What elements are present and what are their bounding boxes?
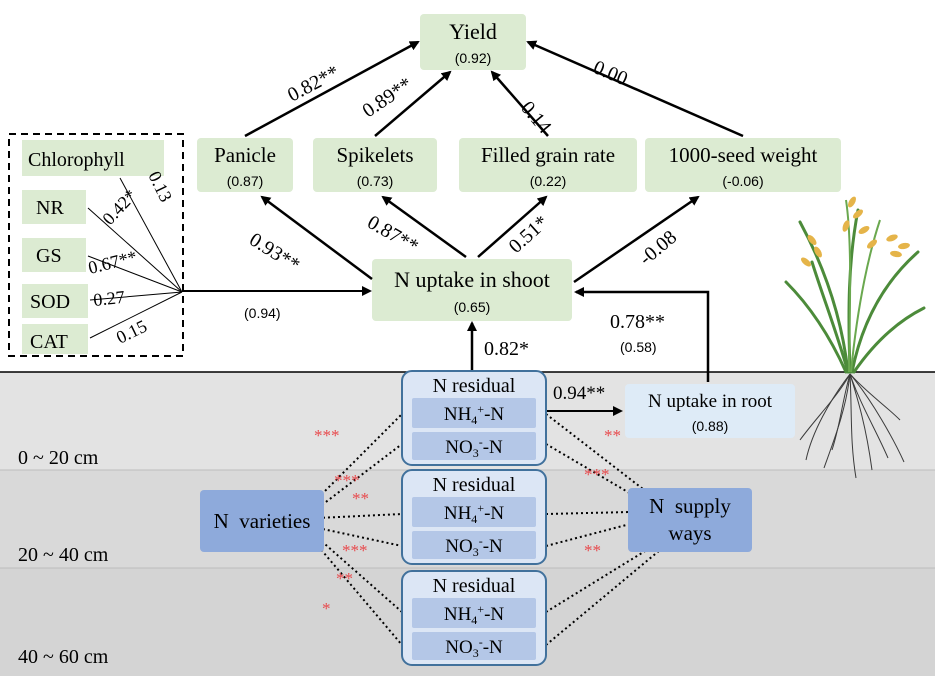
coef-shoot-filled: 0.51*	[505, 211, 553, 257]
arrow-shoot-seed	[573, 195, 700, 284]
root-node: N uptake in root (0.88)	[625, 384, 795, 438]
shoot-label: N uptake in shoot	[394, 267, 550, 292]
physiology-r2: (0.94)	[244, 305, 281, 321]
depth-label-0-20: 0 ~ 20 cm	[18, 447, 99, 469]
panicle-node: Panicle (0.87)	[197, 138, 293, 192]
arrow-panicle-yield	[244, 40, 420, 138]
filled-grain-rate-value: (0.22)	[530, 173, 567, 189]
coef-shoot-panicle: 0.93**	[245, 229, 303, 277]
seed-weight-node: 1000-seed weight (-0.06)	[645, 138, 841, 192]
yield-arrows	[244, 40, 744, 138]
sig-var-1: ***	[334, 471, 360, 490]
no3-40-60: NO3--N	[445, 635, 503, 660]
depth-label-20-40: 20 ~ 40 cm	[18, 544, 109, 566]
sig-var-4: **	[336, 569, 353, 588]
sig-sup-2: **	[584, 541, 601, 560]
seed-weight-label: 1000-seed weight	[669, 143, 818, 167]
arrow-spikelets-yield	[374, 70, 452, 137]
coef-nr: 0.42*	[98, 185, 140, 228]
no3-20-40: NO3--N	[445, 534, 503, 559]
depth-label-40-60: 40 ~ 60 cm	[18, 646, 109, 668]
coef-chlorophyll: 0.13	[144, 168, 176, 205]
yield-value: (0.92)	[455, 50, 492, 66]
cat-label: CAT	[30, 331, 68, 353]
arrow-shoot-panicle	[260, 195, 373, 281]
residual-title-40-60: N residual	[433, 575, 516, 597]
significance-marks: *** *** ** *** ** * ** *** **	[314, 426, 621, 618]
residual-group-40-60: N residual NH4+-N NO3--N	[401, 570, 547, 666]
coef-filled-yield: 0.14	[516, 97, 555, 138]
sig-sup-1: ***	[584, 465, 610, 484]
shoot-arrows	[260, 195, 700, 284]
residual-title-20-40: N residual	[433, 474, 516, 496]
dotted-links	[317, 413, 661, 646]
shoot-value: (0.65)	[454, 299, 491, 315]
residual-title-0-20: N residual	[433, 375, 516, 397]
physiology-dashed-border	[8, 133, 184, 357]
coef-shoot-seed: -0.08	[635, 226, 681, 270]
arrow-filled-yield	[490, 70, 549, 137]
gs-label: GS	[36, 245, 62, 267]
no3-0-20: NO3--N	[445, 435, 503, 460]
nh4-40-60: NH4+-N	[444, 602, 505, 627]
coef-gs: 0.67**	[86, 247, 139, 278]
yield-node: Yield (0.92)	[420, 14, 526, 70]
coef-spikelets-yield: 0.89**	[358, 73, 416, 122]
sig-var-0: ***	[314, 426, 340, 445]
filled-grain-rate-node: Filled grain rate (0.22)	[459, 138, 637, 192]
coef-sod: 0.27	[92, 287, 125, 310]
root-label: N uptake in root	[648, 391, 773, 412]
varieties-node: N varieties	[200, 490, 324, 552]
seed-weight-value: (-0.06)	[722, 173, 763, 189]
supply-line2: ways	[668, 521, 711, 545]
spikelets-node: Spikelets (0.73)	[313, 138, 437, 192]
sod-label: SOD	[30, 291, 70, 313]
arrow-shoot-filled	[477, 195, 548, 258]
sig-sup-0: **	[604, 426, 621, 445]
sig-var-5: *	[322, 599, 331, 618]
supply-node: N supply ways	[628, 488, 752, 552]
coef-residual-shoot: 0.82*	[484, 338, 529, 360]
residual-group-20-40: N residual NH4+-N NO3--N	[401, 469, 547, 565]
root-shoot-value: (0.58)	[620, 339, 657, 355]
yield-label: Yield	[449, 19, 497, 44]
panicle-label: Panicle	[214, 143, 276, 167]
nh4-20-40: NH4+-N	[444, 501, 505, 526]
coef-root-shoot: 0.78**	[610, 311, 665, 333]
spikelets-label: Spikelets	[337, 143, 414, 167]
chlorophyll-label: Chlorophyll	[28, 149, 125, 171]
shoot-node: N uptake in shoot (0.65)	[372, 259, 572, 321]
nh4-0-20: NH4+-N	[444, 402, 505, 427]
spikelets-value: (0.73)	[357, 173, 394, 189]
arrow-seed-yield	[526, 40, 744, 138]
rice-plant-illustration	[784, 196, 926, 479]
supply-line1: N supply	[649, 494, 731, 518]
varieties-label: N varieties	[214, 509, 311, 533]
residual-group-0-20: N residual NH4+-N NO3--N	[401, 370, 547, 466]
sig-var-2: **	[352, 489, 369, 508]
arrow-shoot-spikelets	[381, 195, 467, 259]
physiology-lines	[87, 177, 183, 339]
filled-grain-rate-label: Filled grain rate	[481, 143, 615, 167]
root-value: (0.88)	[692, 418, 729, 434]
coef-cat: 0.15	[113, 316, 150, 348]
coef-residual-root: 0.94**	[553, 383, 605, 404]
sig-var-3: ***	[342, 541, 368, 560]
physiology-group: Chlorophyll NR GS SOD CAT 0.13 0.42* 0.6…	[8, 133, 184, 357]
panicle-value: (0.87)	[227, 173, 264, 189]
arrow-root-shoot	[574, 287, 710, 382]
nr-label: NR	[36, 197, 64, 219]
